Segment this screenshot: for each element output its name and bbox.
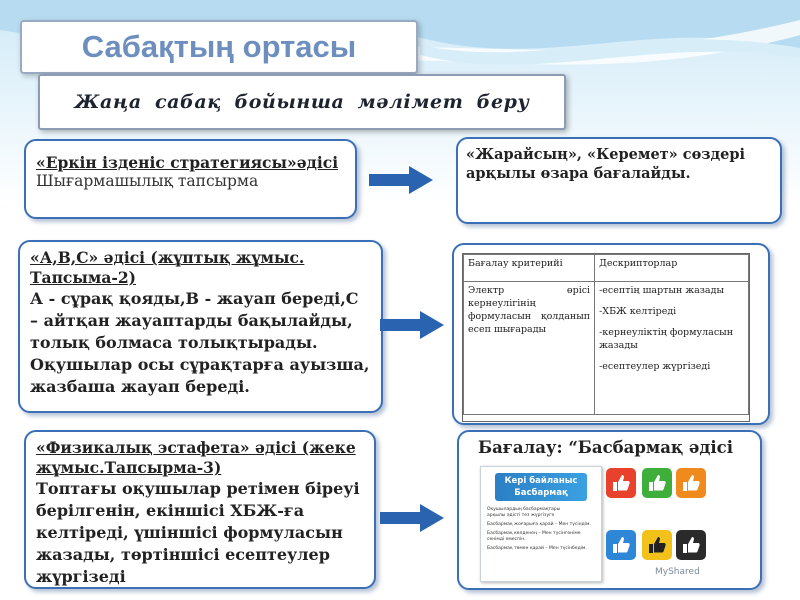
thumbs-up-black-icon: [676, 530, 706, 560]
rubric-header-descriptors: Дескрипторлар: [594, 254, 749, 282]
rubric-table: Бағалау критерийі Дескрипторлар Электр ө…: [462, 254, 749, 415]
method-1-title: «Еркін ізденіс стратегиясы»әдісі: [36, 153, 339, 172]
rubric-descriptors: -есептің шартын жазады -ХБЖ келтіреді -к…: [594, 281, 749, 415]
card-line: Басбармақ көлденең – Мен түсінгеніме сен…: [487, 531, 581, 542]
card-line: Басбармақ жоғарыға қарай – Мен түсіндім.: [487, 522, 591, 527]
method-3-text: Топтағы оқушылар ретімен біреуі берілген…: [36, 479, 360, 586]
feedback-card-lines: Оқушылардың басбармақтары арқылы әдісті …: [487, 507, 595, 552]
rubric-table-wrap: Бағалау критерийі Дескрипторлар Электр ө…: [462, 253, 750, 422]
thumbs-up-red-icon: [606, 468, 636, 498]
thumbs-up-blue-icon: [606, 530, 636, 560]
arrow-icon: [380, 311, 444, 339]
thumbs-up-green-icon: [642, 468, 672, 498]
card-line: Оқушылардың басбармақтары: [487, 507, 561, 512]
arrow-icon: [369, 166, 433, 194]
watermark: MyShared: [655, 567, 700, 577]
feedback-card-title: Кері байланыс Басбармақ: [495, 473, 587, 501]
thumbs-up-orange-icon: [676, 468, 706, 498]
card-line: арқылы әдісті тез жүргізуге: [487, 513, 555, 518]
slide-title: Сабақтың ортасы: [81, 29, 357, 64]
slide-title-box: Сабақтың ортасы: [20, 20, 418, 74]
method-block-3: «Физикалық эстафета» әдісі (жеке жұмыс.Т…: [24, 430, 376, 589]
method-2-title: «А,В,С» әдісі (жұптық жұмыс. Тапсыма-2): [30, 248, 305, 287]
feedback-card-image: Кері байланыс Басбармақ Оқушылардың басб…: [480, 466, 602, 582]
rubric-criterion: Электр өрісі кернеулігінің формуласын қо…: [462, 281, 596, 415]
descriptor-item: -есептің шартын жазады: [599, 285, 725, 296]
arrow-icon: [380, 504, 444, 532]
method-3-title: «Физикалық эстафета» әдісі (жеке жұмыс.Т…: [36, 438, 356, 477]
descriptor-item: -кернеуліктің формуласын жазады: [599, 327, 734, 351]
method-2-text: А - сұрақ қояды,В - жауап береді,С – айт…: [30, 289, 370, 396]
descriptor-item: -есептеулер жүргізеді: [599, 361, 711, 372]
assessment-title: Бағалау: “Басбармақ әдісі: [478, 438, 734, 457]
method-1-text: Шығармашылық тапсырма: [36, 172, 259, 190]
rubric-header-criterion: Бағалау критерийі: [462, 254, 596, 282]
feedback-block-1: «Жарайсың», «Керемет» сөздері арқылы өза…: [456, 137, 782, 224]
method-block-2: «А,В,С» әдісі (жұптық жұмыс. Тапсыма-2) …: [18, 240, 383, 413]
slide-subtitle: Жаңа сабақ бойынша мәлімет беру: [74, 91, 530, 113]
method-block-1: «Еркін ізденіс стратегиясы»әдісі Шығарма…: [24, 139, 357, 219]
card-line: Басбармақ төмен қарай – Мен түсінбедім.: [487, 546, 587, 551]
descriptor-item: -ХБЖ келтіреді: [599, 306, 677, 317]
thumbs-up-yellow-icon: [642, 530, 672, 560]
slide-subtitle-box: Жаңа сабақ бойынша мәлімет беру: [38, 74, 566, 130]
feedback-1-text: «Жарайсың», «Керемет» сөздері арқылы өза…: [466, 146, 746, 182]
